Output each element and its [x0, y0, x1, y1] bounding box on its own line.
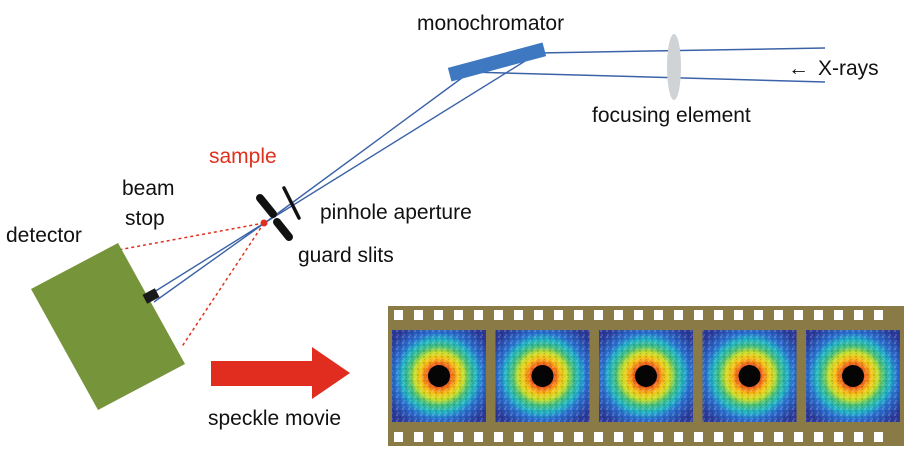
label-focusing-element: focusing element	[592, 104, 751, 127]
label-pinhole-aperture: pinhole aperture	[320, 201, 472, 224]
film-sprocket-hole	[614, 310, 623, 320]
film-sprocket-hole	[414, 432, 423, 442]
label-beam: beam	[122, 177, 175, 200]
label-xrays: X-rays	[818, 57, 879, 80]
film-sprocket-hole	[634, 310, 643, 320]
label-sample: sample	[209, 145, 277, 168]
film-sprocket-hole	[834, 432, 843, 442]
film-sprocket-hole	[694, 310, 703, 320]
film-sprocket-hole	[774, 432, 783, 442]
film-sprocket-hole	[814, 432, 823, 442]
film-sprocket-hole	[654, 432, 663, 442]
film-sprocket-hole	[494, 432, 503, 442]
film-sprocket-hole	[514, 432, 523, 442]
film-sprocket-hole	[534, 432, 543, 442]
film-sprocket-hole	[634, 432, 643, 442]
film-sprocket-hole	[734, 432, 743, 442]
film-sprocket-hole	[814, 310, 823, 320]
film-sprocket-hole	[474, 432, 483, 442]
focusing-element-lens	[667, 34, 681, 100]
beam-stop	[142, 288, 160, 304]
film-sprocket-hole	[794, 310, 803, 320]
pinhole-aperture-icon	[282, 186, 301, 220]
speckle-center-beamstop	[531, 365, 554, 387]
film-sprocket-hole	[394, 310, 403, 320]
speckle-center-beamstop	[428, 365, 450, 387]
film-sprocket-hole	[734, 310, 743, 320]
film-sprocket-hole	[594, 310, 603, 320]
sample-dot	[260, 219, 268, 227]
film-sprocket-hole	[874, 432, 883, 442]
film-sprocket-hole	[574, 432, 583, 442]
film-sprocket-hole	[674, 432, 683, 442]
film-sprocket-hole	[454, 310, 463, 320]
monochromator-crystal	[447, 42, 547, 82]
label-stop: stop	[125, 207, 165, 230]
film-sprocket-hole	[794, 432, 803, 442]
speckle-center-beamstop	[738, 365, 761, 387]
scattered-rays	[117, 222, 265, 349]
film-sprocket-hole	[434, 432, 443, 442]
label-monochromator: monochromator	[417, 12, 564, 35]
film-sprocket-hole	[574, 310, 583, 320]
film-sprocket-hole	[554, 310, 563, 320]
film-sprocket-hole	[694, 432, 703, 442]
film-sprocket-hole	[394, 432, 403, 442]
speckle-movie-arrow	[211, 347, 350, 399]
film-sprocket-hole	[474, 310, 483, 320]
label-speckle-movie: speckle movie	[208, 407, 341, 430]
film-sprocket-hole	[854, 310, 863, 320]
film-sprocket-hole	[534, 310, 543, 320]
film-sprocket-hole	[714, 432, 723, 442]
focused-beam	[145, 52, 539, 303]
film-sprocket-hole	[494, 310, 503, 320]
film-sprocket-hole	[674, 310, 683, 320]
speckle-center-beamstop	[635, 365, 657, 387]
film-sprocket-hole	[714, 310, 723, 320]
film-sprocket-hole	[654, 310, 663, 320]
label-detector: detector	[6, 224, 82, 247]
speckle-center-beamstop	[842, 365, 864, 387]
film-sprocket-hole	[514, 310, 523, 320]
film-sprocket-hole	[454, 432, 463, 442]
incoming-xray-beam	[469, 47, 826, 83]
film-sprocket-hole	[434, 310, 443, 320]
film-sprocket-hole	[754, 432, 763, 442]
detector-panel	[31, 243, 185, 410]
guard-slit-lower	[273, 218, 293, 241]
film-sprocket-hole	[414, 310, 423, 320]
film-sprocket-hole	[594, 432, 603, 442]
label-xrays-arrow: ←	[788, 57, 809, 80]
speckle-film-strip	[388, 306, 904, 446]
film-sprocket-hole	[874, 310, 883, 320]
film-sprocket-hole	[614, 432, 623, 442]
film-sprocket-hole	[754, 310, 763, 320]
label-guard-slits: guard slits	[298, 244, 394, 267]
film-sprocket-hole	[854, 432, 863, 442]
film-sprocket-hole	[774, 310, 783, 320]
film-sprocket-hole	[834, 310, 843, 320]
film-sprocket-hole	[554, 432, 563, 442]
guard-slit-upper	[256, 194, 277, 218]
